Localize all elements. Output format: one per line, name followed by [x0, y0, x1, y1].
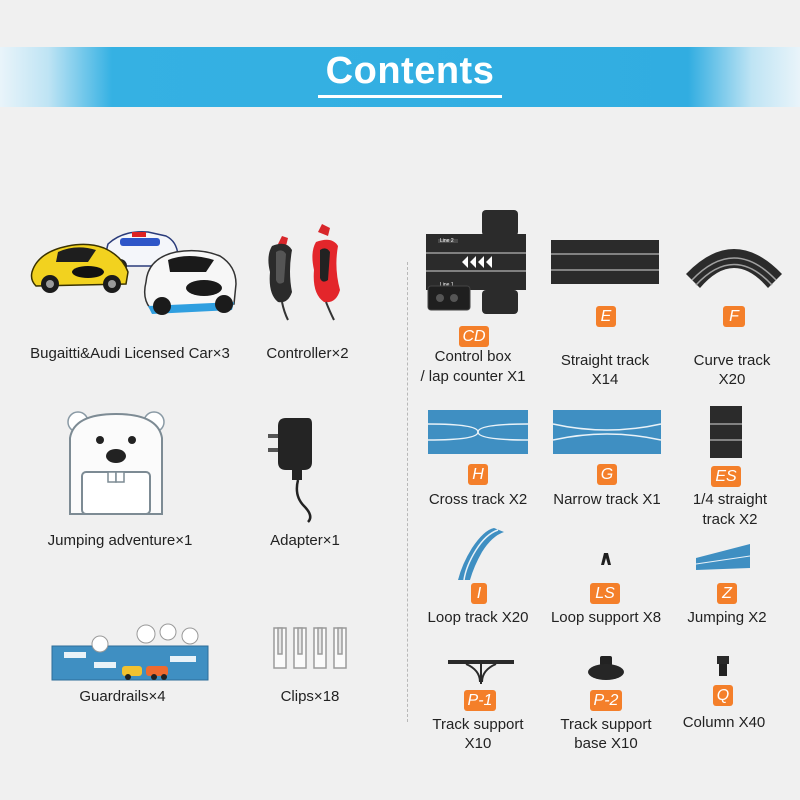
guardrails-icon	[51, 623, 209, 681]
part-label-cd-line2: / lap counter X1	[420, 368, 526, 385]
part-label-q-line1: Column X40	[682, 714, 766, 731]
lane-label-bottom: Line 1	[440, 282, 454, 288]
curve-track-icon	[686, 249, 782, 288]
part-label-cd-line1: Control box	[434, 348, 512, 365]
part-label-i-line1: Loop track X20	[427, 609, 529, 626]
lane-label-top: Line 2	[440, 238, 454, 244]
part-label-f-line1: Curve track	[693, 352, 771, 369]
part-label-ls-line1: Loop support X8	[550, 609, 662, 626]
part-code-i: I	[471, 583, 487, 604]
item-label-jumping-adventure: Jumping adventure×1	[47, 532, 193, 549]
narrow-track-icon	[552, 410, 662, 454]
column-icon	[717, 656, 729, 676]
part-code-cd: CD	[459, 326, 489, 347]
part-code-es: ES	[711, 466, 741, 487]
part-label-e-line1: Straight track	[560, 352, 650, 369]
part-label-e-line2: X14	[591, 371, 619, 388]
cross-track-icon	[427, 410, 529, 454]
part-label-h-line1: Cross track X2	[428, 491, 528, 508]
part-label-f-line2: X20	[718, 371, 746, 388]
part-label-g-line1: Narrow track X1	[553, 491, 661, 508]
title-block: Contents	[304, 50, 516, 98]
loop-support-icon	[601, 553, 611, 565]
track-support-base-icon	[588, 656, 624, 680]
jumping-ramp-icon	[695, 544, 751, 570]
part-code-z: Z	[717, 583, 737, 604]
part-code-f: F	[723, 306, 745, 327]
part-label-z-line1: Jumping X2	[687, 609, 767, 626]
part-code-e: E	[596, 306, 616, 327]
item-label-guardrails: Guardrails×4	[79, 688, 166, 705]
loop-track-icon	[458, 528, 504, 581]
part-code-g: G	[597, 464, 617, 485]
part-code-h: H	[468, 464, 488, 485]
controllers-icon	[268, 224, 340, 321]
straight-track-icon	[551, 240, 659, 284]
item-label-adapter: Adapter×1	[270, 532, 340, 549]
item-label-controller: Controller×2	[266, 345, 349, 362]
part-code-ls: LS	[590, 583, 620, 604]
part-label-p1-line2: X10	[464, 735, 492, 752]
race-cars-icon	[30, 231, 237, 315]
polar-bear-arch-icon	[67, 411, 165, 515]
item-label-cars: Bugaitti&Audi Licensed Car×3	[30, 345, 230, 362]
part-label-es-line1: 1/4 straight	[692, 491, 768, 508]
part-label-p2-line2: base X10	[574, 735, 638, 752]
clips-icon	[273, 627, 347, 669]
track-support-icon	[448, 660, 514, 684]
part-label-es-line2: track X2	[702, 511, 758, 528]
item-label-clips: Clips×18	[280, 688, 340, 705]
power-adapter-icon	[268, 418, 312, 523]
part-label-p1-line1: Track support	[432, 716, 524, 733]
part-code-p1: P-1	[464, 690, 496, 711]
part-code-q: Q	[713, 685, 733, 706]
page-title: Contents	[317, 50, 503, 98]
quarter-straight-track-icon	[710, 406, 742, 458]
control-box-track-icon: Line 2 Line 1	[426, 210, 526, 314]
part-label-p2-line1: Track support	[560, 716, 652, 733]
column-divider	[407, 262, 408, 722]
part-code-p2: P-2	[590, 690, 622, 711]
